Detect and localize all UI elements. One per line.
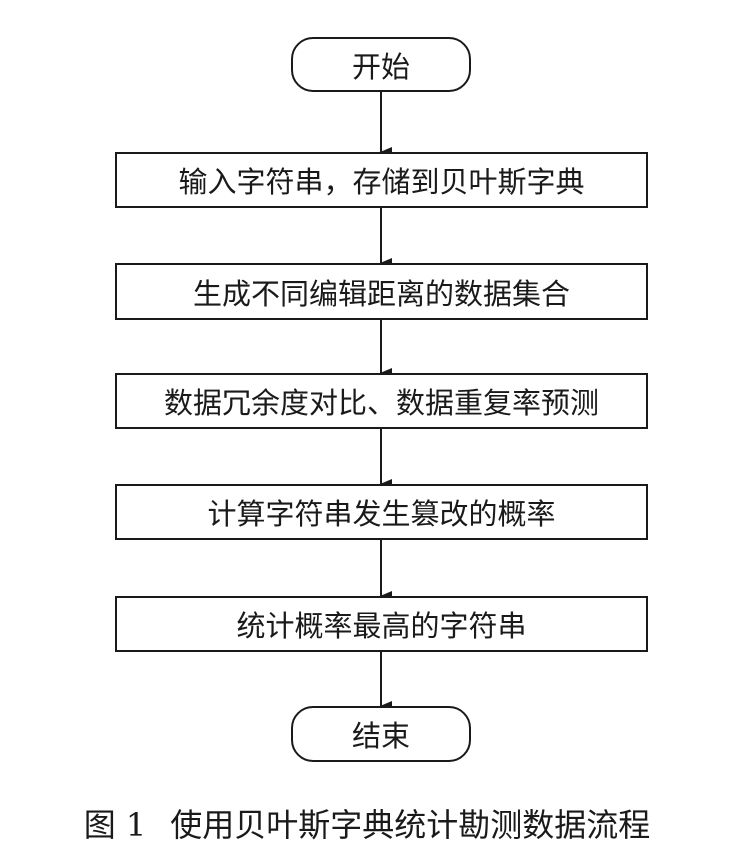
end-node: 结束 — [291, 706, 471, 762]
step-label-2: 生成不同编辑距离的数据集合 — [192, 276, 570, 311]
step-label-1: 输入字符串，存储到贝叶斯字典 — [178, 165, 585, 199]
step-node-3: 数据冗余度对比、数据重复率预测 — [115, 373, 648, 429]
start-label: 开始 — [351, 49, 410, 84]
step-node-2: 生成不同编辑距离的数据集合 — [115, 263, 648, 320]
end-label: 结束 — [351, 719, 410, 753]
step-node-1: 输入字符串，存储到贝叶斯字典 — [115, 152, 648, 208]
step-node-5: 统计概率最高的字符串 — [115, 596, 648, 652]
figure-number: 图 1 — [83, 806, 147, 844]
start-node: 开始 — [291, 37, 471, 92]
figure-title: 使用贝叶斯字典统计勘测数据流程 — [170, 806, 651, 844]
step-label-4: 计算字符串发生篡改的概率 — [207, 497, 556, 531]
step-label-3: 数据冗余度对比、数据重复率预测 — [163, 386, 599, 420]
figure-caption: 图 1 使用贝叶斯字典统计勘测数据流程 — [0, 800, 734, 846]
step-label-5: 统计概率最高的字符串 — [236, 609, 527, 643]
step-node-4: 计算字符串发生篡改的概率 — [115, 484, 648, 540]
